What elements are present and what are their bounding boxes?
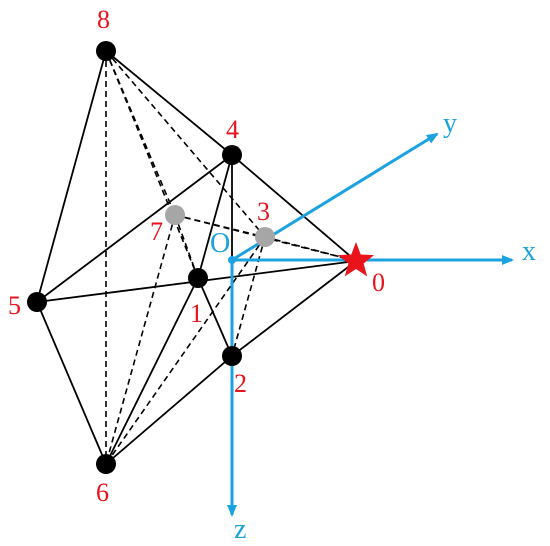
vertex-label-3: 3 — [257, 197, 270, 226]
hidden-edge-3-0 — [264, 236, 357, 262]
vertices — [27, 41, 375, 474]
vertex-0-star — [337, 242, 375, 277]
vertex-labels: 0 1 2 3 4 5 6 7 8 — [8, 5, 385, 507]
edge-6-1 — [105, 277, 199, 465]
hidden-edge-8-1 — [105, 50, 199, 279]
edge-4-1 — [197, 154, 233, 279]
edge-2-0 — [231, 260, 357, 357]
edge-1-2 — [197, 277, 233, 357]
coordinate-axes — [227, 132, 514, 517]
vertex-label-8: 8 — [97, 5, 110, 34]
hidden-edge-7-6 — [105, 214, 176, 465]
z-axis-label: z — [234, 514, 246, 545]
vertex-3 — [255, 227, 275, 247]
vertex-5 — [27, 292, 47, 312]
vertex-label-5: 5 — [8, 291, 21, 320]
edge-5-6 — [36, 301, 107, 465]
vertex-4 — [222, 145, 242, 165]
vertex-2 — [222, 346, 242, 366]
hidden-edge-7-1 — [174, 214, 199, 279]
vertex-1 — [188, 268, 208, 288]
visible-edges — [36, 50, 357, 465]
vertex-7 — [165, 205, 185, 225]
edge-4-5 — [36, 154, 233, 303]
edge-4-0 — [231, 154, 357, 262]
vertex-8 — [96, 41, 116, 61]
x-axis-label: x — [522, 236, 536, 267]
hidden-edge-3-6 — [105, 236, 266, 465]
axis-labels: O x y z — [210, 108, 536, 545]
vertex-label-4: 4 — [226, 115, 239, 144]
edge-6-2 — [105, 355, 233, 465]
hidden-edge-8-3 — [105, 50, 266, 238]
vertex-label-2: 2 — [234, 369, 247, 398]
origin-point — [228, 256, 236, 264]
vertex-label-0: 0 — [372, 268, 385, 297]
hidden-edge-8-7 — [105, 50, 176, 216]
hidden-edge-3-2 — [231, 236, 266, 357]
y-axis-label: y — [443, 108, 457, 139]
edge-8-4 — [105, 50, 233, 156]
vertex-label-1: 1 — [190, 299, 203, 328]
origin-label: O — [210, 228, 230, 259]
vertex-6 — [96, 454, 116, 474]
vertex-label-6: 6 — [96, 478, 109, 507]
edge-8-5 — [36, 50, 107, 303]
vertex-label-7: 7 — [150, 217, 163, 246]
